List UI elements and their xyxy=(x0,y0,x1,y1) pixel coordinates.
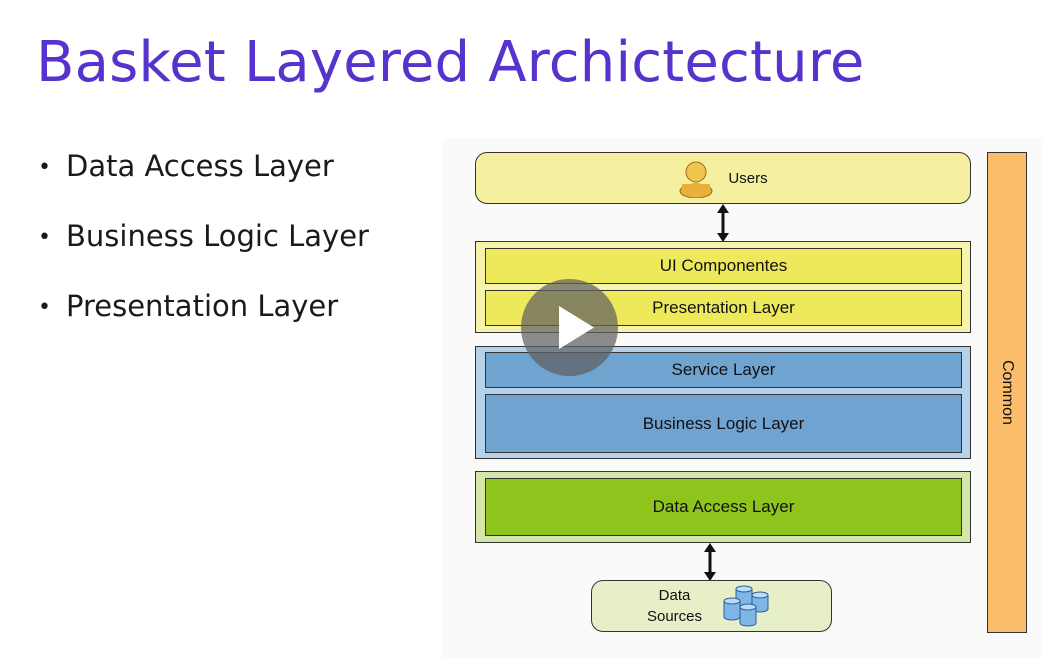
ui-components-layer: UI Componentes xyxy=(485,248,962,284)
bullet-item: • Presentation Layer xyxy=(38,286,369,356)
bullet-list: • Data Access Layer • Business Logic Layer… xyxy=(38,146,369,356)
play-button[interactable] xyxy=(521,279,618,376)
bullet-dot: • xyxy=(38,295,51,320)
double-arrow-icon xyxy=(717,204,729,242)
bullet-item: • Data Access Layer xyxy=(38,146,369,216)
data-sources-line1: Data xyxy=(658,587,691,604)
common-label: Common xyxy=(999,360,1016,425)
bullet-dot: • xyxy=(38,225,51,250)
bullet-item: • Business Logic Layer xyxy=(38,216,369,286)
business-logic-layer: Business Logic Layer xyxy=(485,394,962,453)
bullet-text: Business Logic Layer xyxy=(66,219,369,253)
database-icon xyxy=(723,585,769,627)
data-sources-line2: Sources xyxy=(646,608,703,625)
architecture-diagram: Users UI Componentes Presentation Layer … xyxy=(443,138,1043,658)
play-icon xyxy=(559,306,594,349)
bullet-text: Presentation Layer xyxy=(66,289,339,323)
data-sources-box: Data Sources xyxy=(591,580,832,632)
bullet-text: Data Access Layer xyxy=(66,149,334,183)
common-layer: Common xyxy=(987,152,1027,633)
double-arrow-icon xyxy=(704,543,716,581)
users-label: Users xyxy=(728,169,768,187)
user-icon xyxy=(679,161,713,198)
slide-title: Basket Layered Archictecture xyxy=(36,30,865,95)
data-access-layer: Data Access Layer xyxy=(485,478,962,536)
data-sources-label: Data Sources xyxy=(647,585,702,627)
bullet-dot: • xyxy=(38,155,51,180)
users-box: Users xyxy=(475,152,971,204)
